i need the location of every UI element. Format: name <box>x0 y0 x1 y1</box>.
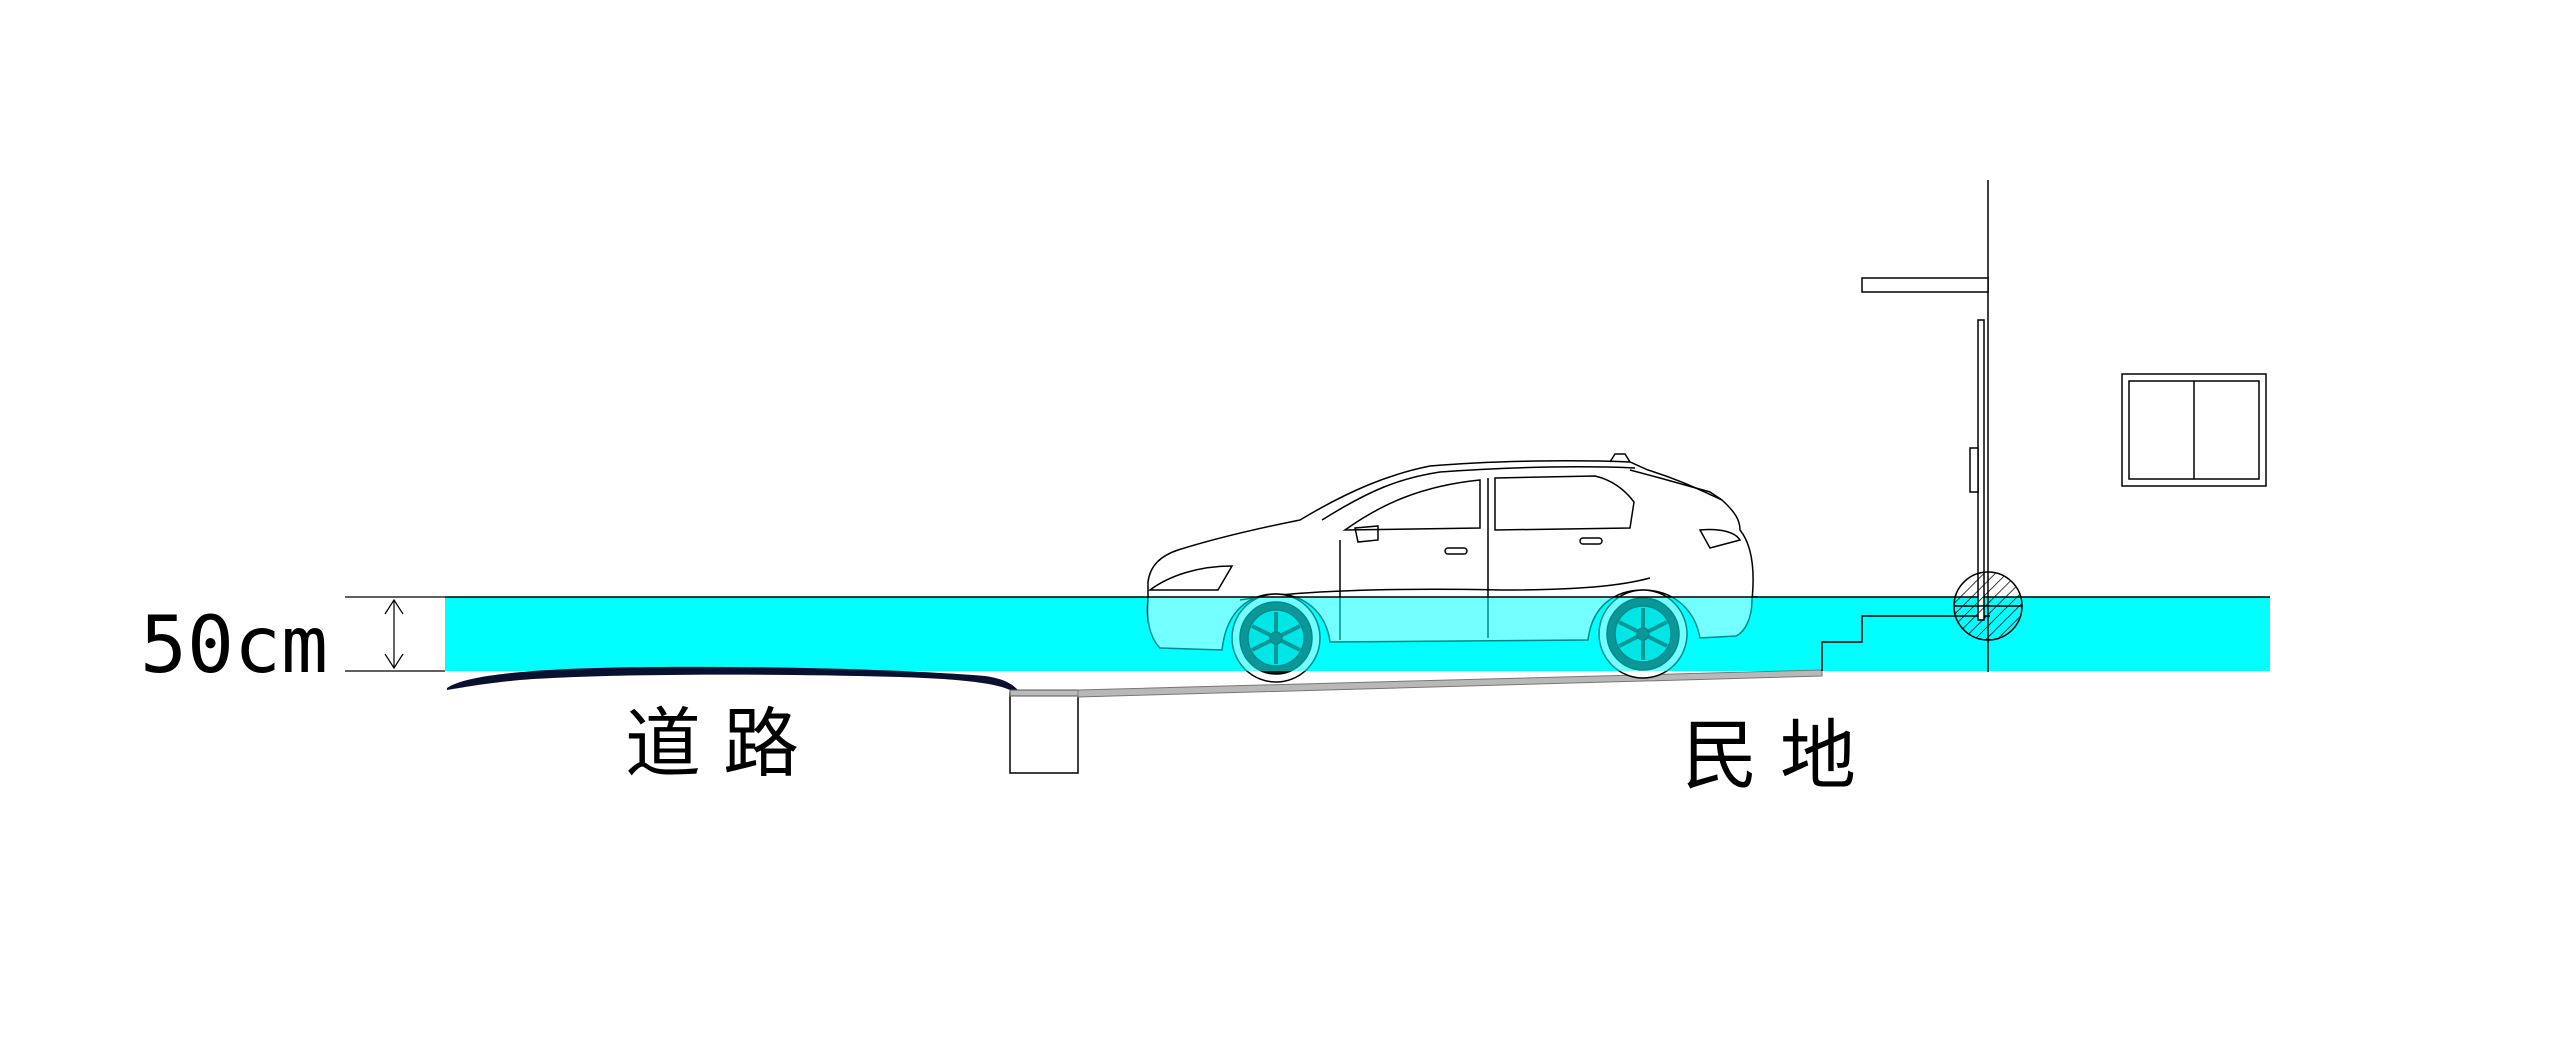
utility-pole-icon <box>1953 571 2023 641</box>
property-step <box>1821 615 1990 671</box>
flood-overlay <box>1148 597 1758 671</box>
curb-block <box>1009 689 1079 774</box>
road-label: 道路 <box>625 699 821 788</box>
house-icon <box>1861 180 1989 672</box>
window-icon <box>2121 373 2267 487</box>
driveway-slope <box>1077 669 1823 698</box>
depth-dimension <box>345 596 445 672</box>
private-land-label: 民地 <box>1682 711 1878 800</box>
road-surface <box>447 666 1018 690</box>
depth-label: 50cm <box>140 601 328 691</box>
